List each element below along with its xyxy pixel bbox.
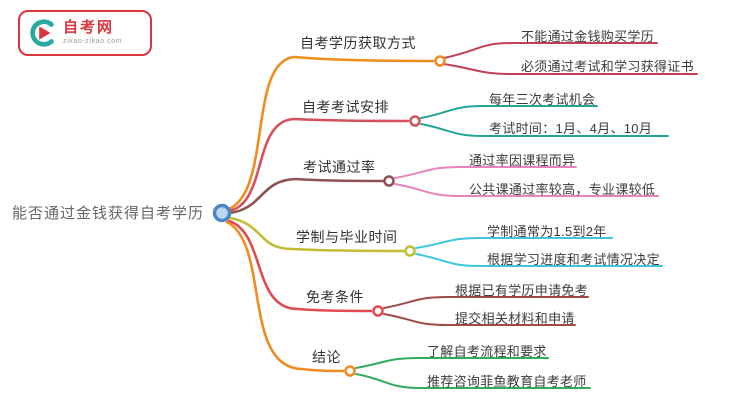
leaf-node[interactable]: 根据已有学历申请免考 xyxy=(455,283,589,298)
leaf-connector-line xyxy=(420,105,598,119)
branch-endpoint-dot xyxy=(404,245,416,257)
branch-endpoint-dot xyxy=(434,55,446,67)
branch-connector-line xyxy=(227,219,373,313)
leaf-node[interactable]: 考试时间：1月、4月、10月 xyxy=(489,121,653,136)
branch-node-4[interactable]: 学制与毕业时间 xyxy=(296,229,398,245)
logo-icon xyxy=(30,19,54,47)
leaf-node[interactable]: 每年三次考试机会 xyxy=(489,92,596,107)
leaf-connector-line xyxy=(355,373,591,389)
leaf-connector-line xyxy=(394,166,577,179)
branch-connector-line xyxy=(227,55,435,211)
branch-endpoint-dot xyxy=(344,365,356,377)
leaf-connector-line xyxy=(383,296,589,309)
leaf-node[interactable]: 了解自考流程和要求 xyxy=(427,344,547,359)
root-node[interactable]: 能否通过金钱获得自考学历 xyxy=(12,205,205,222)
leaf-connector-line xyxy=(443,63,698,75)
leaf-connector-line xyxy=(383,313,576,326)
branch-node-6[interactable]: 结论 xyxy=(312,349,341,365)
leaf-node[interactable]: 提交相关材料和申请 xyxy=(455,311,575,326)
branch-endpoint-dot xyxy=(409,115,421,127)
leaf-connector-line xyxy=(443,42,658,59)
leaf-connector-line xyxy=(355,357,549,369)
leaf-connector-line xyxy=(420,123,669,137)
branch-node-3[interactable]: 考试通过率 xyxy=(303,159,376,175)
leaf-connector-line xyxy=(415,237,613,249)
logo-text: 自考网 zikao-zikao.com xyxy=(63,18,123,46)
leaf-node[interactable]: 根据学习进度和考试情况决定 xyxy=(487,252,660,267)
leaf-node[interactable]: 通过率因课程而异 xyxy=(469,153,576,168)
logo-title: 自考网 xyxy=(63,18,115,36)
leaf-node[interactable]: 公共课通过率较高，专业课较低 xyxy=(469,182,656,197)
leaf-node[interactable]: 必须通过考试和学习获得证书 xyxy=(521,59,694,74)
branch-node-1[interactable]: 自考学历获取方式 xyxy=(300,35,416,51)
branch-node-5[interactable]: 免考条件 xyxy=(306,289,364,305)
leaf-connector-line xyxy=(394,183,659,197)
leaf-node[interactable]: 学制通常为1.5到2年 xyxy=(487,224,607,239)
branch-endpoint-dot xyxy=(383,175,395,187)
leaf-node[interactable]: 推荐咨询菲鱼教育自考老师 xyxy=(427,374,587,389)
leaf-connector-line xyxy=(415,253,663,267)
logo[interactable]: 自考网 zikao-zikao.com xyxy=(18,10,152,56)
leaf-node[interactable]: 不能通过金钱购买学历 xyxy=(521,29,655,44)
branch-node-2[interactable]: 自考考试安排 xyxy=(302,99,389,115)
logo-subtitle: zikao-zikao.com xyxy=(63,38,123,46)
branch-connector-line xyxy=(225,220,345,373)
root-node-dot[interactable] xyxy=(212,203,232,223)
branch-connector-line xyxy=(228,177,385,215)
branch-connector-line xyxy=(227,117,410,213)
branch-endpoint-dot xyxy=(372,305,384,317)
branch-connector-line xyxy=(228,216,406,253)
